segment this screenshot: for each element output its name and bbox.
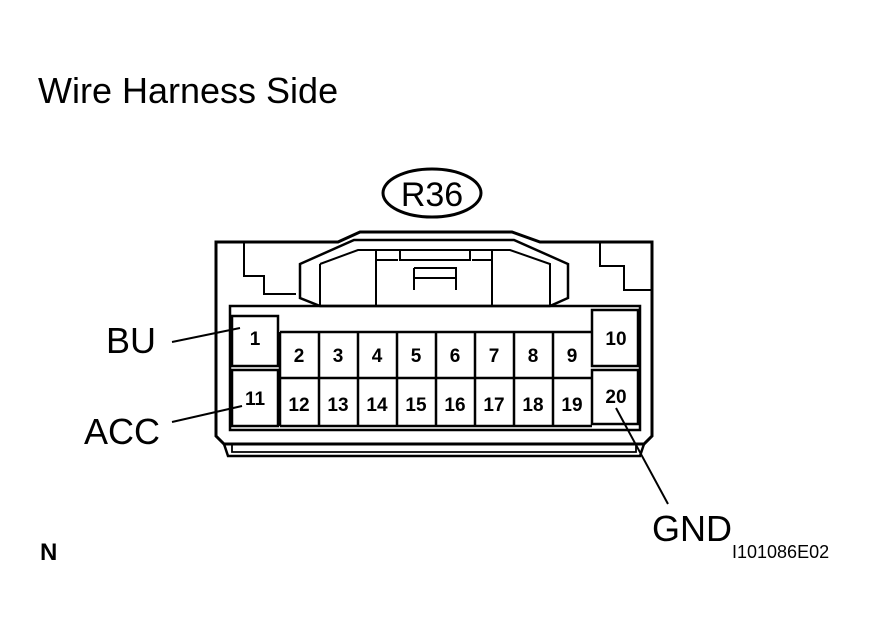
connector-id: R36 xyxy=(401,176,463,214)
pin-8: 8 xyxy=(528,346,539,367)
pin-2: 2 xyxy=(294,346,305,367)
connector-id-badge: R36 xyxy=(381,167,483,219)
connector-housing xyxy=(214,230,654,458)
callout-bu-leader xyxy=(171,327,241,343)
corner-mark: N xyxy=(40,539,57,566)
pin-17: 17 xyxy=(483,395,504,416)
callout-acc-leader xyxy=(171,405,243,423)
pin-11: 11 xyxy=(245,389,266,410)
pin-15: 15 xyxy=(405,395,427,416)
callout-gnd-leader xyxy=(615,407,669,505)
callout-acc-label: ACC xyxy=(84,411,160,452)
pin-19: 19 xyxy=(561,395,582,416)
diagram-title: Wire Harness Side xyxy=(38,70,338,111)
pin-labels: 1 2 3 4 5 6 7 8 9 10 11 12 13 14 15 16 1… xyxy=(245,329,627,416)
pin-6: 6 xyxy=(450,346,461,367)
callout-gnd: GND xyxy=(615,407,732,549)
callout-bu: BU xyxy=(106,320,241,361)
pin-1: 1 xyxy=(250,329,261,350)
pin-12: 12 xyxy=(288,395,309,416)
pin-9: 9 xyxy=(567,346,578,367)
pin-14: 14 xyxy=(366,395,388,416)
pin-20: 20 xyxy=(605,387,626,408)
pin-13: 13 xyxy=(327,395,348,416)
figure-code: I101086E02 xyxy=(732,542,829,562)
callout-bu-label: BU xyxy=(106,320,156,361)
pin-4: 4 xyxy=(372,346,383,367)
pin-3: 3 xyxy=(333,346,344,367)
pin-7: 7 xyxy=(489,346,500,367)
callout-gnd-label: GND xyxy=(652,508,732,549)
pin-10: 10 xyxy=(605,329,626,350)
pin-5: 5 xyxy=(411,346,422,367)
callout-acc: ACC xyxy=(84,405,243,452)
pin-18: 18 xyxy=(522,395,543,416)
pin-16: 16 xyxy=(444,395,465,416)
